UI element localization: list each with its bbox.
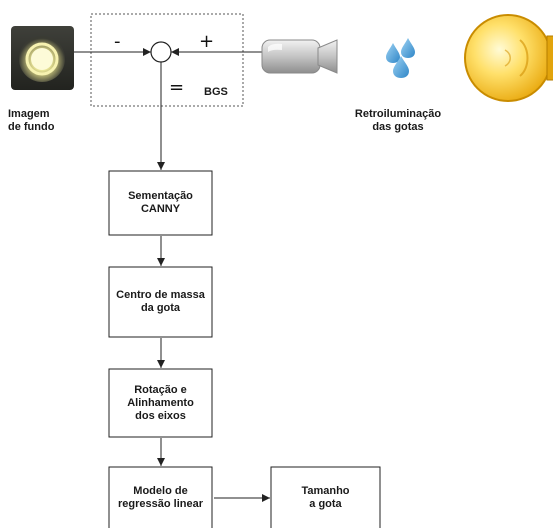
bgs-label: BGS [204, 86, 228, 98]
minus-sign: - [114, 31, 121, 52]
step-box-drop-size [270, 466, 381, 528]
equals-sign: = [169, 77, 185, 98]
backlight-label: Retroiluminação das gotas [354, 108, 442, 133]
step-regression-text: Modelo de regressão linear [118, 484, 203, 510]
water-droplets-icon [386, 38, 415, 78]
step-box-segmentation [108, 170, 213, 236]
step-drop-size-text: Tamanho a gota [301, 484, 350, 510]
camera-icon [261, 39, 338, 74]
summing-junction [150, 41, 172, 63]
step-rotation-text: Rotação e Alinhamento dos eixos [127, 383, 194, 422]
glowing-light-image-icon [11, 26, 74, 90]
step-center-of-mass-text: Centro de massa da gota [116, 289, 205, 314]
step-box-regression [108, 466, 213, 528]
lightbulb-icon [464, 14, 553, 102]
step-segmentation-text: Sementação CANNY [128, 190, 193, 215]
step-box-center-of-mass [108, 266, 213, 338]
bgs-region [90, 13, 244, 107]
plus-sign: + [199, 31, 215, 52]
background-image-label: Imagem de fundo [8, 108, 55, 133]
step-box-rotation [108, 368, 213, 438]
